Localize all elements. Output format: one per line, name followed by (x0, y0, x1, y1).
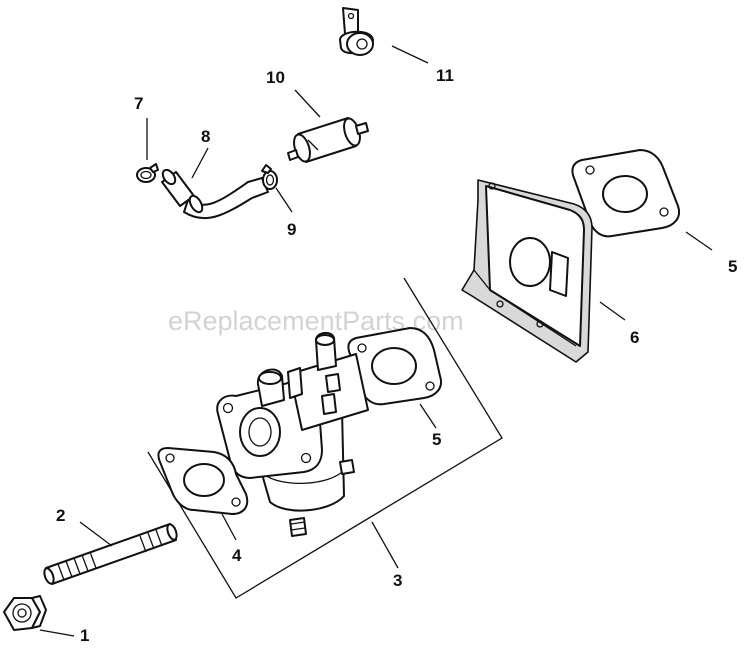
callout-5-upper: 5 (728, 257, 737, 276)
leader-2 (79, 521, 113, 547)
leader-8 (191, 147, 209, 179)
callout-6: 6 (630, 328, 639, 347)
callout-2: 2 (56, 506, 65, 525)
leader-5-lower (419, 403, 437, 429)
part-7-hose-clamp (136, 163, 159, 183)
part-1-hex-nut (3, 595, 47, 631)
part-8-fuel-line (161, 168, 269, 220)
part-9-hose-clamp (261, 164, 278, 190)
callout-1: 1 (80, 626, 89, 645)
part-5-gasket-upper (571, 149, 680, 238)
callout-11: 11 (436, 66, 454, 85)
leader-11 (391, 45, 429, 64)
part-6-shroud (461, 179, 593, 363)
callout-10: 10 (266, 68, 285, 87)
leader-3 (371, 521, 399, 569)
leader-10 (294, 89, 321, 118)
callout-4: 4 (232, 546, 242, 565)
leader-9 (275, 187, 293, 213)
carburetor-body (216, 332, 369, 537)
leader-4 (221, 513, 237, 541)
part-10-fuel-filter (287, 117, 369, 163)
callout-3: 3 (393, 571, 402, 590)
callout-9: 9 (287, 220, 296, 239)
kit-bracket (147, 277, 503, 599)
part-2-stud (43, 523, 178, 585)
leader-5-upper (685, 231, 713, 251)
leader-1 (39, 629, 75, 637)
part-11-clamp (339, 7, 374, 56)
callout-8: 8 (201, 127, 210, 146)
callout-7: 7 (134, 94, 143, 113)
leader-6 (599, 301, 626, 321)
callout-5-lower: 5 (432, 430, 441, 449)
part-4-gasket (157, 447, 249, 515)
part-5-gasket-lower (347, 327, 442, 406)
